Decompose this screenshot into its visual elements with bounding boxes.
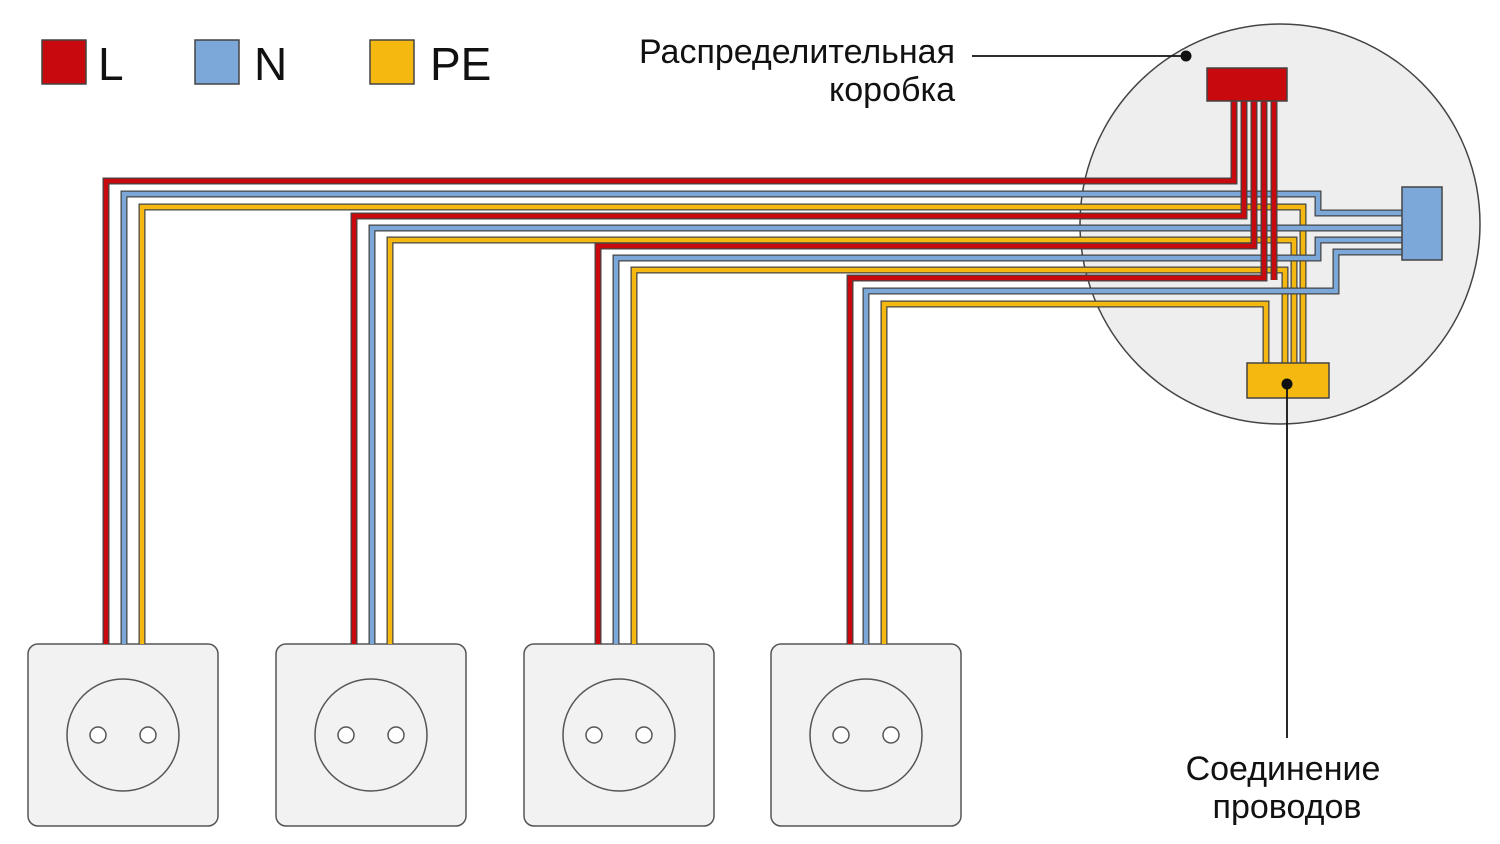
socket-hole (882, 726, 900, 744)
legend: L N PE (41, 38, 491, 90)
socket-4 (770, 643, 962, 827)
legend-swatch-l (41, 39, 87, 85)
junction-box (1079, 23, 1481, 425)
legend-swatch-pe (369, 39, 415, 85)
wire-fill (595, 100, 1257, 644)
callout-junction-box-line2: коробка (829, 71, 955, 109)
wire-fill (847, 100, 1267, 644)
wire-fill (139, 204, 1306, 644)
callout-wire-connection-line2: проводов (1213, 788, 1362, 826)
sockets (27, 643, 962, 827)
socket-hole (89, 726, 107, 744)
socket-1 (27, 643, 219, 827)
socket-hole (585, 726, 603, 744)
terminal-block-pe (1246, 362, 1330, 399)
wire-fill (369, 225, 1402, 644)
wire-fill (387, 237, 1297, 644)
socket-hole (387, 726, 405, 744)
socket-hole (832, 726, 850, 744)
wire-fill (631, 267, 1288, 644)
wire-fill (121, 191, 1402, 644)
legend-swatch-n (194, 39, 240, 85)
legend-label-pe: PE (430, 38, 491, 90)
wire-fill (103, 100, 1237, 644)
terminal-block-n (1401, 186, 1443, 261)
wires (102, 100, 1402, 644)
socket-hole (337, 726, 355, 744)
callout-wire-connection: Соединение проводов (1186, 378, 1381, 826)
callout-junction-box: Распределительная коробка (639, 33, 1192, 109)
socket-3 (523, 643, 715, 827)
legend-label-n: N (254, 38, 287, 90)
callout-wire-connection-line1: Соединение (1186, 750, 1381, 788)
wire-fill (881, 301, 1269, 644)
callout-junction-box-line1: Распределительная (639, 33, 955, 71)
wire-fill (351, 100, 1247, 644)
socket-hole (635, 726, 653, 744)
terminal-block-l (1206, 67, 1288, 102)
socket-hole (139, 726, 157, 744)
wire-fill (613, 237, 1402, 644)
socket-2 (275, 643, 467, 827)
wire-fill (863, 249, 1402, 644)
callout-dot (1180, 50, 1192, 62)
legend-label-l: L (98, 38, 124, 90)
